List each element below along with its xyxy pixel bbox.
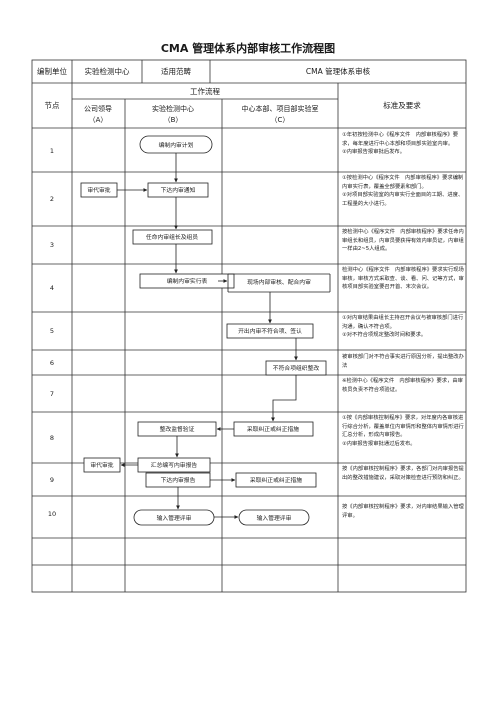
- step-verify: 整改监督验证: [160, 425, 195, 433]
- document-title: CMA 管理体系内部审核工作流程图: [160, 42, 336, 55]
- requirement-cell: ①年初按检测中心《程序文件 内部审核程序》要求，每年度进行中心本部和项目部实验室…: [342, 131, 466, 157]
- node-number: 2: [50, 195, 54, 203]
- process-box: [226, 323, 314, 339]
- requirement-text: 按《内部审核控制程序》要求，各部门对内审报告提出的整改措施建议，采取对策检查进行…: [342, 466, 464, 481]
- step-approve-report: 审代审批: [90, 461, 113, 469]
- compile-unit-value: 实验检测中心: [85, 66, 130, 76]
- requirement-text: ①年初按检测中心《程序文件 内部审核程序》要求，每年度进行中心本部和项目部实验室…: [342, 132, 458, 147]
- step-onsite-audit: 现场内部审核、配合内审: [247, 278, 311, 286]
- requirement-text: 被审核部门对不符合事实进行原因分析，提出整改办法: [342, 354, 464, 369]
- step-corrective-action: 采取纠正或纠正措施: [247, 425, 299, 433]
- requirement-cell: ①按检测中心《程序文件 内部审核程序》要求编制内审实行表，覆盖全部要素和部门。 …: [342, 174, 466, 208]
- end-terminator: [238, 509, 310, 526]
- lane-b-name: 实验检测中心: [152, 104, 194, 113]
- lane-c-name: 中心本部、项目部实验室: [242, 104, 319, 113]
- step-issue-report: 下达内审报告: [161, 476, 196, 484]
- node-number: 1: [50, 147, 54, 155]
- requirements-label: 标准及要求: [383, 100, 421, 110]
- node-number: 4: [50, 284, 54, 292]
- requirement-text: ①对内审结果由组长主持召开会议与被审核部门进行沟通，确认不符合项。: [342, 315, 464, 330]
- requirement-text: 按《内部审核控制程序》要求，对内审结果输入管理评审。: [342, 504, 464, 519]
- workflow-label: 工作流程: [190, 86, 220, 96]
- end-terminator: [133, 509, 215, 526]
- node-number: 5: [50, 327, 54, 335]
- requirement-cell: 按《内部审核控制程序》要求，对内审结果输入管理评审。: [342, 503, 466, 520]
- requirement-text: ②对不符合项规定整改时间和要求。: [342, 332, 427, 338]
- requirement-text: 检测中心《程序文件 内部审核程序》要求实行现场审核，审核方式采取查、谈、看、问、…: [342, 267, 464, 290]
- requirement-cell: 检测中心《程序文件 内部审核程序》要求实行现场审核，审核方式采取查、谈、看、问、…: [342, 266, 466, 292]
- process-box: [139, 273, 235, 289]
- node-number: 10: [48, 510, 56, 518]
- requirement-text: ②内审报告报审批后发布。: [342, 149, 406, 155]
- node-number: 6: [50, 359, 54, 367]
- process-box: [83, 457, 121, 473]
- requirement-cell: ①对内审结果由组长主持召开会议与被审核部门进行沟通，确认不符合项。 ②对不符合项…: [342, 314, 466, 340]
- requirement-text: ①按《内部审核控制程序》要求，对年度内各审核进行综合分析，覆盖单位内审情形和整体…: [342, 415, 464, 438]
- step-issue-notice: 下达内审通知: [161, 186, 196, 194]
- requirement-cell: 按检测中心《程序文件 内部审核程序》要求任命内审组长和组员，内审员要获得有效内审…: [342, 228, 466, 254]
- requirement-text: 按检测中心《程序文件 内部审核程序》要求任命内审组长和组员，内审员要获得有效内审…: [342, 229, 464, 252]
- node-column-label: 节点: [45, 101, 60, 110]
- compile-unit-label: 编制单位: [37, 66, 67, 76]
- requirement-cell: 按《内部审核控制程序》要求，各部门对内审报告提出的整改措施建议，采取对策检查进行…: [342, 465, 466, 482]
- lane-b-code: （B）: [164, 116, 183, 124]
- requirement-text: ①按检测中心《程序文件 内部审核程序》要求编制内审实行表，覆盖全部要素和部门。: [342, 175, 464, 190]
- step-compile-report: 汇总编写内审报告: [151, 461, 198, 469]
- step-appoint-team: 任命内审组长及组员: [146, 233, 198, 241]
- requirement-cell: ①按《内部审核控制程序》要求，对年度内各审核进行综合分析，覆盖单位内审情形和整体…: [342, 414, 466, 448]
- scope-label: 适用范畴: [161, 66, 191, 76]
- requirement-text: ②内审报告报审批通过后发布。: [342, 440, 416, 447]
- step-approve-leader: 审代审批: [87, 186, 110, 194]
- node-number: 7: [50, 390, 54, 398]
- process-box: [235, 472, 317, 488]
- node-number: 9: [50, 476, 54, 484]
- requirement-text: ※检测中心《程序文件 内部审核程序》要求，由审核员负责不符合项验证。: [342, 378, 463, 393]
- step-plan-audit: 编制内审计划: [159, 141, 194, 149]
- step-prepare-schedule: 编制内审实行表: [167, 277, 208, 285]
- node-number: 3: [50, 241, 54, 249]
- lane-a-name: 公司领导: [84, 104, 112, 113]
- flow-arrow: [271, 375, 297, 422]
- table-grid: [31, 59, 467, 593]
- step-issue-nonconformity: 开出内审不符合项、签认: [238, 327, 302, 335]
- requirement-cell: ※检测中心《程序文件 内部审核程序》要求，由审核员负责不符合项验证。: [342, 377, 466, 394]
- process-box: [147, 182, 209, 198]
- requirement-text: ②对项目部实验室的内审实行全面目的工期、进度、工程量的大小进行。: [342, 192, 464, 207]
- scope-value: CMA 管理体系审核: [306, 66, 371, 76]
- requirement-cell: 被审核部门对不符合事实进行原因分析，提出整改办法: [342, 353, 466, 370]
- step-management-review: 输入管理评审: [157, 514, 192, 522]
- step-rectify: 不符合项组织整改: [273, 364, 320, 372]
- step-management-review-2: 输入管理评审: [257, 514, 292, 522]
- lane-a-code: （A）: [89, 116, 108, 124]
- step-corrective-action-2: 采取纠正或纠正措施: [250, 476, 302, 484]
- node-number: 8: [50, 434, 54, 442]
- lane-c-code: （C）: [271, 116, 290, 124]
- process-box: [132, 229, 213, 245]
